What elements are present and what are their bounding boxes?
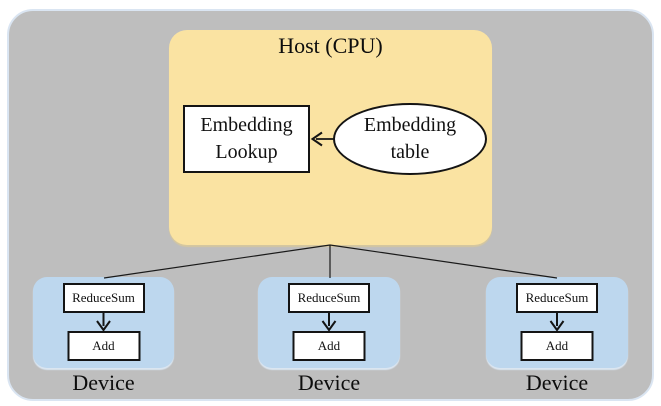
device-label-2: Device [297,370,361,395]
embedding-table-node: Embedding table [333,103,487,175]
embedding-table-label: Embedding table [363,114,457,163]
reducesum-node-3: ReduceSum [516,283,598,313]
embedding-lookup-node: Embedding Lookup [183,105,310,173]
device-label-3: Device [525,370,589,395]
add-node-1: Add [67,331,140,361]
add-label-3: Add [545,338,569,353]
device-label-1: Device [72,370,135,395]
add-node-3: Add [520,331,594,361]
device-card-2: ReduceSum Add [258,277,400,368]
reducesum-label-3: ReduceSum [525,290,589,305]
reducesum-label-1: ReduceSum [72,290,135,305]
add-label-1: Add [92,338,115,353]
device-card-1: ReduceSum Add [33,277,174,368]
host-cpu-title: Host (CPU) [278,33,383,58]
reducesum-node-1: ReduceSum [62,283,145,313]
embedding-lookup-label: Embedding Lookup [200,114,293,163]
reducesum-label-2: ReduceSum [297,290,361,305]
device-card-3: ReduceSum Add [486,277,628,368]
add-node-2: Add [292,331,366,361]
add-label-2: Add [317,338,341,353]
reducesum-node-2: ReduceSum [288,283,370,313]
